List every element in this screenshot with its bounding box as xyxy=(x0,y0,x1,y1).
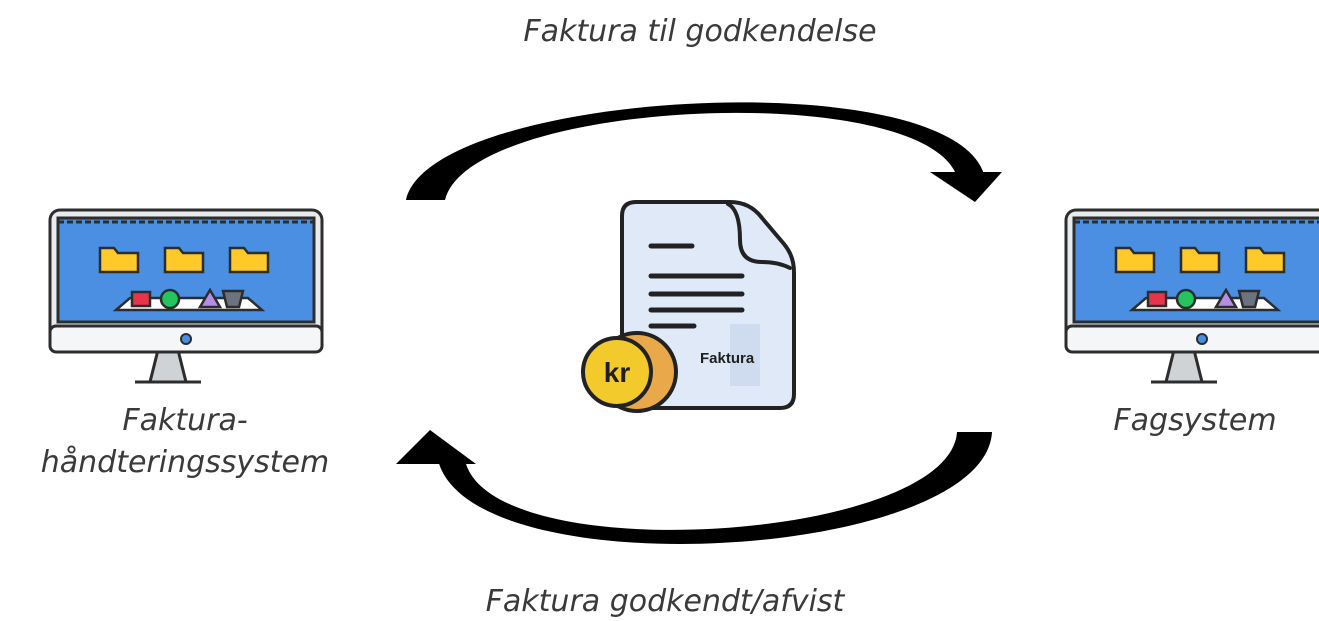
coin-currency-label: kr xyxy=(604,357,631,388)
bottom-flow-arrow xyxy=(396,430,992,544)
right-computer-icon xyxy=(1064,208,1319,384)
top-flow-label: Faktura til godkendelse xyxy=(523,14,877,49)
krone-coin-icon: kr xyxy=(581,331,678,413)
invoice-document-icon: Faktura kr xyxy=(581,200,796,413)
left-system-label-line1: Faktura- xyxy=(122,403,248,438)
left-computer-icon xyxy=(48,208,324,384)
right-system-label: Fagsystem xyxy=(1113,403,1277,438)
bottom-flow-label: Faktura godkendt/afvist xyxy=(485,584,845,619)
left-system-label-line2: håndteringssystem xyxy=(40,445,330,480)
left-system-label: Faktura- håndteringssystem xyxy=(20,400,350,484)
invoice-label: Faktura xyxy=(700,350,755,367)
top-flow-arrow xyxy=(406,102,1002,202)
